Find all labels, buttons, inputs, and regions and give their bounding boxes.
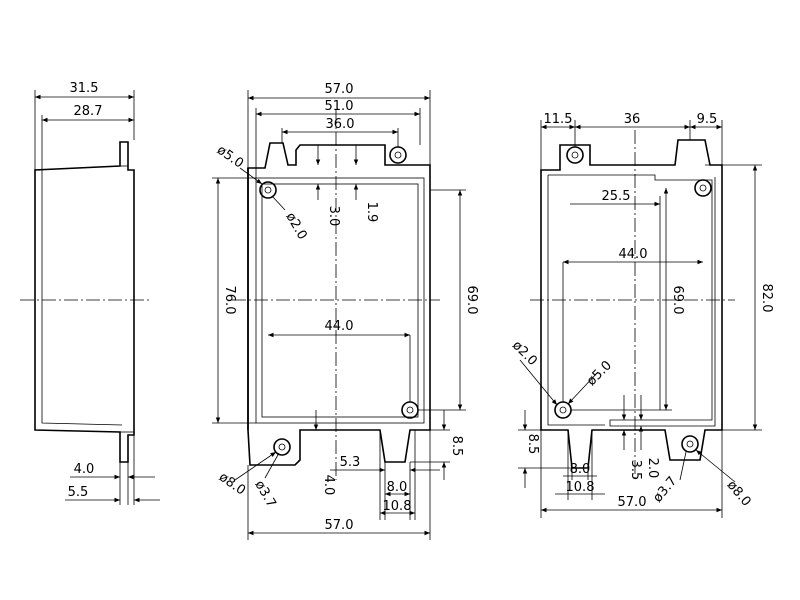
rear-lug-hole-br	[681, 435, 699, 453]
rear-span-44-label: 44.0	[619, 247, 648, 262]
front-mount-hole-br	[401, 401, 419, 419]
rear-hole-5-label: ø5.0	[584, 358, 615, 389]
rear-mount-hole-tr	[694, 179, 712, 197]
front-height-69-label: 69.0	[464, 286, 479, 315]
front-dim-3-label: 3.0	[326, 206, 341, 227]
front-hole-3-7-label: ø3.7	[251, 478, 278, 510]
front-dim-1-9-label: 1.9	[364, 202, 379, 223]
rear-left-11-5-label: 11.5	[544, 112, 573, 127]
front-lug-hole-bl	[273, 438, 291, 456]
rear-dim-3-5-label: 3.5	[628, 460, 643, 481]
rear-hole-2-label: ø2.0	[509, 338, 540, 369]
front-dim-8-5-label: 8.5	[449, 436, 464, 457]
side-view: 31.5 28.7 4.0 5.5	[20, 81, 160, 505]
front-dim-5-3-label: 5.3	[340, 455, 361, 470]
side-depth-total-label: 31.5	[70, 81, 99, 96]
rear-dim-8-5-label: 8.5	[525, 434, 540, 455]
front-mount-hole-tl	[259, 181, 277, 199]
front-pin-hole-tl	[264, 186, 272, 194]
rear-width-bottom-label: 57.0	[618, 495, 647, 510]
rear-height-69-label: 69.0	[670, 286, 685, 315]
front-width-51-label: 51.0	[325, 99, 354, 114]
front-width-top-label: 57.0	[325, 82, 354, 97]
side-flange-4-label: 4.0	[74, 462, 95, 477]
side-depth-body-label: 28.7	[74, 104, 103, 119]
front-width-36-label: 36.0	[326, 117, 355, 132]
rear-mount-hole-bl	[554, 401, 572, 419]
rear-right-9-5-label: 9.5	[697, 112, 718, 127]
front-hole-2-label: ø2.0	[282, 210, 309, 242]
front-height-76-label: 76.0	[222, 286, 237, 315]
rear-lug-hole-tl	[566, 146, 584, 164]
rear-slot-10-8-label: 10.8	[566, 480, 595, 495]
rear-height-82-label: 82.0	[759, 284, 774, 313]
rear-slot-8-label: 8.0	[570, 462, 591, 477]
front-lug-hole-tr	[389, 146, 407, 164]
front-slot-10-8-label: 10.8	[383, 499, 412, 514]
rear-mid-36-label: 36	[624, 112, 641, 127]
rear-hole-3-7-label: ø3.7	[650, 474, 680, 506]
front-width-bottom-label: 57.0	[325, 518, 354, 533]
front-slot-8-label: 8.0	[387, 480, 408, 495]
front-view: 57.0 51.0 36.0 ø5.0 ø2.0 3.0 1.9 76.0 69…	[212, 82, 479, 540]
rear-hole-8-label: ø8.0	[724, 478, 754, 510]
rear-span-25-5-label: 25.5	[602, 189, 631, 204]
rear-view: 11.5 36 9.5 25.5 44.0 69.0 82.0 ø2.0 ø5.…	[509, 112, 774, 518]
front-dim-4-label: 4.0	[321, 475, 336, 496]
rear-dim-2-label: 2.0	[645, 458, 660, 479]
front-hole-5-label: ø5.0	[214, 143, 246, 172]
side-flange-5-label: 5.5	[68, 485, 89, 500]
front-span-44-label: 44.0	[325, 319, 354, 334]
